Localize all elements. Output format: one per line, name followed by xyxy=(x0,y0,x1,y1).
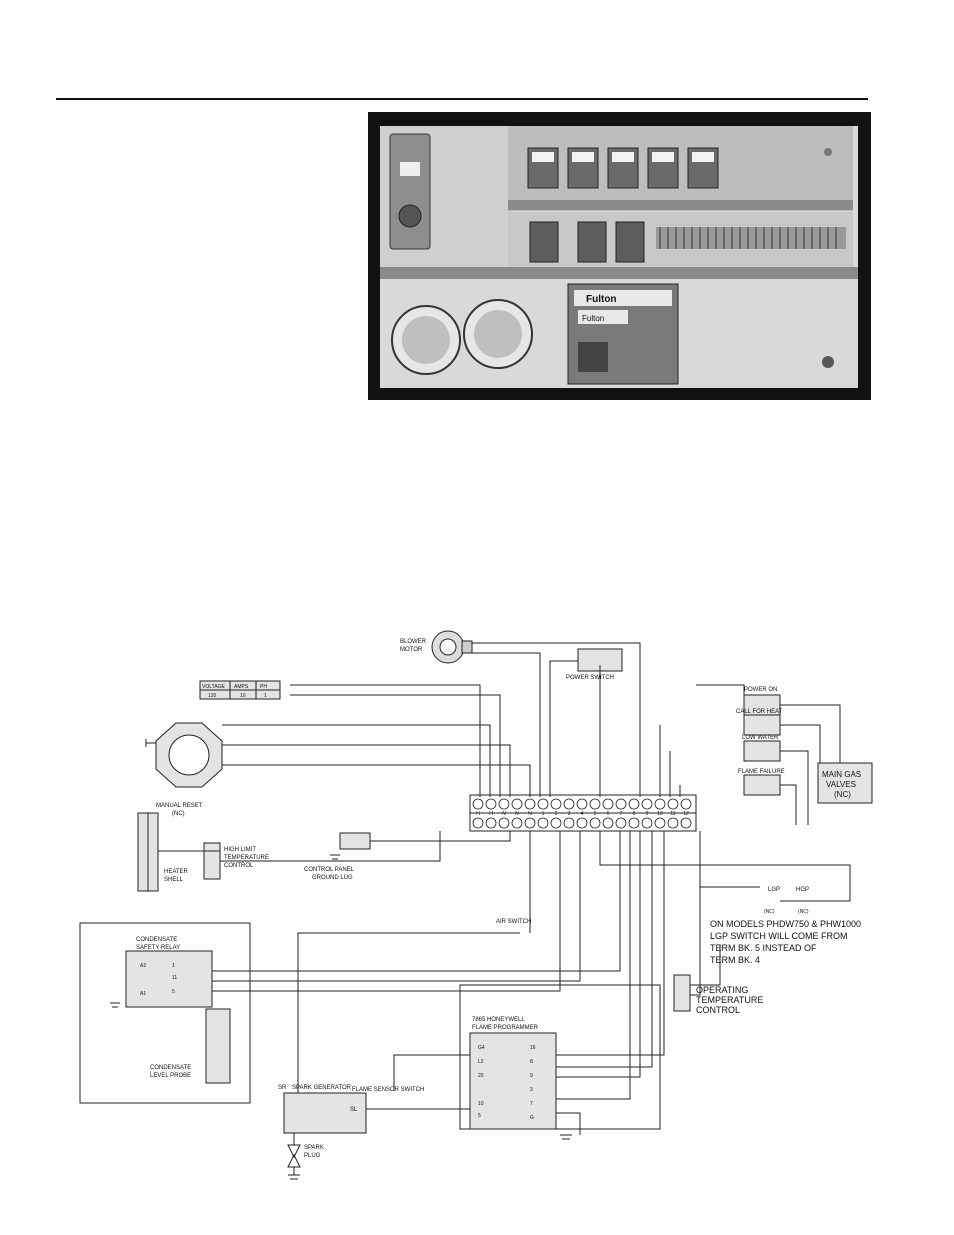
table-value-voltage: 120 xyxy=(208,693,217,699)
low-water-label: LOW WATER xyxy=(742,735,779,741)
spark-plug-label: SPARK xyxy=(304,1145,324,1151)
control-panel-photo: Fulton Fulton xyxy=(368,112,871,400)
table-header-amps: AMPS xyxy=(234,684,249,690)
programmer-terminal: 16 xyxy=(530,1045,536,1051)
programmer-terminal: 10 xyxy=(478,1101,484,1107)
programmer-label: FLAME PROGRAMMER xyxy=(472,1025,539,1031)
terminal-label: 3 xyxy=(568,811,571,817)
spark-plug-label: PLUG xyxy=(304,1153,321,1159)
lgp-label: LGP xyxy=(768,887,780,893)
manual-reset-label: (NC) xyxy=(172,811,185,817)
ground-lug-label: GROUND LUG xyxy=(312,875,353,881)
programmer-terminal: 3 xyxy=(530,1087,533,1093)
sr-label: SR xyxy=(278,1085,287,1091)
heater-shell-label: HEATER xyxy=(164,869,189,875)
high-limit-label: HIGH LIMIT xyxy=(224,847,256,853)
sl-label: SL xyxy=(350,1107,358,1113)
table-value-ph: 1 xyxy=(264,693,267,699)
table-header-voltage: VOLTAGE xyxy=(202,684,226,690)
condensate-probe-label: CONDENSATE xyxy=(150,1065,191,1071)
power-switch-label: POWER SWITCH xyxy=(566,675,614,681)
photo-brand-label-small: Fulton xyxy=(582,314,604,323)
table-value-amps: 10 xyxy=(240,693,246,699)
table-header-ph: PH xyxy=(260,684,267,690)
terminal-label: 4 xyxy=(581,811,584,817)
hgp-label: HGP xyxy=(796,887,809,893)
programmer-label: 7865 HONEYWELL xyxy=(472,1017,525,1023)
power-on-label: POWER ON xyxy=(744,687,777,693)
main-gas-label: VALVES xyxy=(826,780,856,789)
flame-failure-label: FLAME FAILURE xyxy=(738,769,785,775)
terminal-label: 12 xyxy=(683,811,689,817)
main-gas-label: MAIN GAS xyxy=(822,770,861,779)
terminal-label: 5 xyxy=(594,811,597,817)
spark-generator-label: SPARK GENERATOR xyxy=(292,1085,352,1091)
ground-lug-label: CONTROL PANEL xyxy=(304,867,355,873)
programmer-terminal: 20 xyxy=(478,1073,484,1079)
blower-motor-label: MOTOR xyxy=(400,647,423,653)
terminal-label: H xyxy=(476,811,480,817)
wiring-diagram: H H N N N 1 2 3 4 5 6 7 8 9 10 11 12 BLO… xyxy=(79,630,873,1180)
programmer-terminal: 8 xyxy=(530,1059,533,1065)
operating-control-label: TEMPERATURE xyxy=(696,995,763,1005)
condensate-probe-label: LEVEL PROBE xyxy=(150,1073,191,1079)
programmer-terminal: 5 xyxy=(478,1113,481,1119)
air-switch-label: AIR SWITCH xyxy=(496,919,531,925)
flame-sensor-label: FLAME SENSOR SWITCH xyxy=(352,1087,424,1093)
main-gas-label: (NC) xyxy=(834,790,851,799)
programmer-terminal: 7 xyxy=(530,1101,533,1107)
header-rule xyxy=(56,98,868,100)
programmer-terminal: G4 xyxy=(478,1045,485,1051)
terminal-label: 8 xyxy=(633,811,636,817)
programmer-terminal: 9 xyxy=(530,1073,533,1079)
ground-icon xyxy=(110,739,572,1180)
high-limit-label: CONTROL xyxy=(224,863,254,869)
terminal-label: H xyxy=(489,811,493,817)
manual-reset-label: MANUAL RESET xyxy=(156,803,203,809)
condensate-relay-label: CONDENSATE xyxy=(136,937,177,943)
model-note: TERM BK. 5 INSTEAD OF xyxy=(710,943,817,953)
terminal-label: N xyxy=(528,811,532,817)
terminal-label: 11 xyxy=(670,811,675,817)
condensate-relay-label: SAFETY RELAY xyxy=(136,945,180,951)
terminal-label: 7 xyxy=(620,811,623,817)
terminal-label: 10 xyxy=(657,811,663,817)
relay-terminal: 1 xyxy=(172,963,175,969)
terminal-block: H H N N N 1 2 3 4 5 6 7 8 9 10 11 12 xyxy=(472,798,692,829)
relay-terminal: A2 xyxy=(140,963,146,969)
model-note: ON MODELS PHDW750 & PHW1000 xyxy=(710,919,861,929)
hgp-nc-label: (NC) xyxy=(798,909,809,915)
terminal-label: 6 xyxy=(607,811,610,817)
model-note: TERM BK. 4 xyxy=(710,955,760,965)
blower-motor-label: BLOWER xyxy=(400,639,427,645)
high-limit-label: TEMPERATURE xyxy=(224,855,269,861)
programmer-terminal: G xyxy=(530,1115,534,1121)
operating-control-label: CONTROL xyxy=(696,1005,740,1015)
photo-brand-label: Fulton xyxy=(586,294,617,305)
terminal-label: N xyxy=(515,811,519,817)
relay-terminal: 5 xyxy=(172,989,175,995)
model-note: LGP SWITCH WILL COME FROM xyxy=(710,931,848,941)
operating-control-label: OPERATING xyxy=(696,985,748,995)
lgp-nc-label: (NC) xyxy=(764,909,775,915)
heater-shell-label: SHELL xyxy=(164,877,184,883)
relay-terminal: A1 xyxy=(140,991,146,997)
terminal-label: N xyxy=(502,811,506,817)
programmer-terminal: L2 xyxy=(478,1059,484,1065)
relay-terminal: 11 xyxy=(172,975,177,981)
terminal-label: 1 xyxy=(542,811,545,817)
terminal-label: 9 xyxy=(646,811,649,817)
call-for-heat-label: CALL FOR HEAT xyxy=(736,709,783,715)
terminal-label: 2 xyxy=(555,811,558,817)
